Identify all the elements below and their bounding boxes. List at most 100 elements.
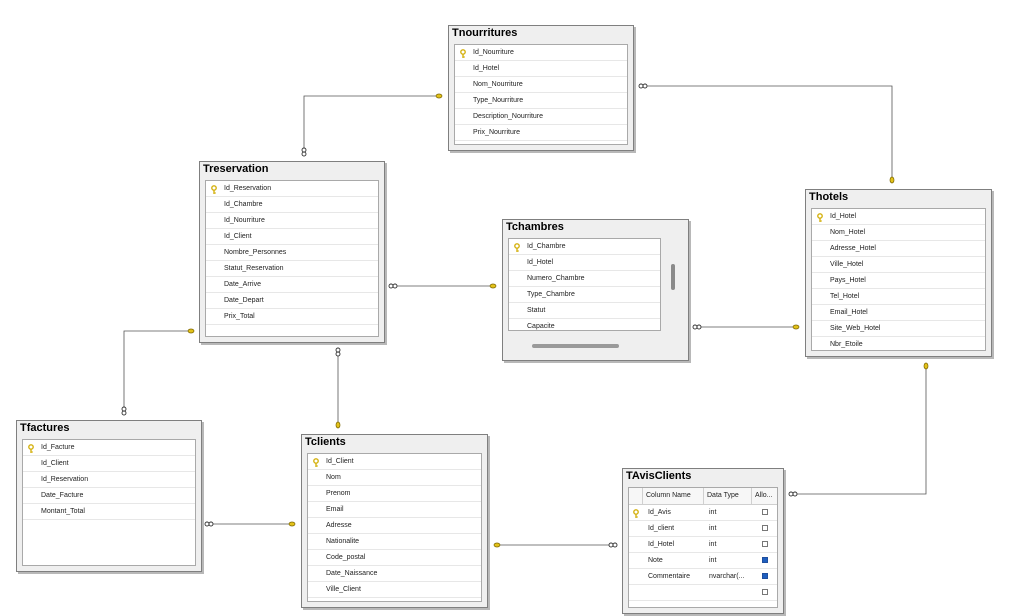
column-name: Id_Hotel (473, 65, 500, 72)
column-row[interactable]: Date_Arrive (206, 277, 378, 293)
grid-data-type[interactable]: int (709, 525, 717, 532)
many-end-icon (204, 521, 214, 527)
column-row[interactable]: Prix_Total (206, 309, 378, 325)
column-row[interactable]: Type_Nourriture (455, 93, 627, 109)
allow-nulls-checkbox[interactable] (762, 557, 768, 563)
allow-nulls-checkbox[interactable] (762, 541, 768, 547)
grid-row[interactable]: Note int (629, 553, 777, 569)
column-row[interactable]: Pays_Hotel (812, 273, 985, 289)
column-name: Id_Reservation (41, 476, 89, 483)
primary-key-icon (513, 239, 523, 254)
vertical-scrollbar[interactable] (671, 264, 675, 290)
column-row[interactable]: Description_Nourriture (455, 109, 627, 125)
column-row[interactable]: Date_Naissance (308, 566, 481, 582)
grid-data-type[interactable]: int (709, 557, 717, 564)
one-end-key-icon (335, 421, 341, 429)
column-name: Id_Nourriture (224, 217, 265, 224)
allow-nulls-checkbox[interactable] (762, 573, 768, 579)
column-name: Id_Client (224, 233, 252, 240)
column-row[interactable]: Id_Client (308, 454, 481, 470)
column-name: Site_Web_Hotel (830, 325, 881, 332)
grid-row[interactable]: Id_client int (629, 521, 777, 537)
column-row[interactable]: Numero_Chambre (509, 271, 660, 287)
column-name: Nom_Hotel (830, 229, 866, 236)
header-column-name[interactable]: Column Name (642, 488, 703, 504)
grid-column-name[interactable]: Id_client (648, 525, 675, 532)
column-row[interactable]: Id_Reservation (206, 181, 378, 197)
column-row[interactable]: Nbr_Etoile (812, 337, 985, 350)
column-row[interactable]: Id_Hotel (509, 255, 660, 271)
column-row[interactable]: Nom_Hotel (812, 225, 985, 241)
grid-header-row: Column Name Data Type Allo... (629, 488, 777, 505)
horizontal-scrollbar[interactable] (532, 344, 619, 348)
column-row[interactable]: Statut (509, 303, 660, 319)
column-name: Id_Facture (41, 444, 75, 451)
many-end-icon (692, 324, 702, 330)
column-row[interactable]: Code_postal (308, 550, 481, 566)
grid-data-type[interactable]: nvarchar(... (709, 573, 745, 580)
relationship-line[interactable] (640, 85, 893, 183)
column-row[interactable]: Id_Facture (23, 440, 195, 456)
column-row[interactable]: Id_Reservation (23, 472, 195, 488)
column-row[interactable]: Id_Chambre (206, 197, 378, 213)
allow-nulls-checkbox[interactable] (762, 525, 768, 531)
table-tavisclients[interactable]: TAvisClients Column Name Data Type Allo.… (622, 468, 784, 614)
grid-column-name[interactable]: Id_Avis (648, 509, 671, 516)
relationship-line[interactable] (123, 330, 194, 414)
column-row[interactable]: Type_Chambre (509, 287, 660, 303)
grid-row[interactable]: Id_Hotel int (629, 537, 777, 553)
relationship-line[interactable] (303, 95, 442, 155)
column-row[interactable]: Montant_Total (23, 504, 195, 520)
table-title: Tnourritures (452, 27, 518, 39)
grid-row[interactable]: Commentaire nvarchar(... (629, 569, 777, 585)
grid-row[interactable] (629, 585, 777, 601)
column-name: Description_Nourriture (473, 113, 544, 120)
table-title: Thotels (809, 191, 849, 203)
column-row[interactable]: Capacite (509, 319, 660, 330)
grid-column-name[interactable]: Commentaire (648, 573, 691, 580)
column-row[interactable]: Id_Hotel (812, 209, 985, 225)
column-row[interactable]: Date_Facture (23, 488, 195, 504)
column-row[interactable]: Site_Web_Hotel (812, 321, 985, 337)
column-row[interactable]: Adresse_Hotel (812, 241, 985, 257)
column-row[interactable]: Nombre_Personnes (206, 245, 378, 261)
allow-nulls-checkbox[interactable] (762, 509, 768, 515)
grid-row[interactable]: Id_Avis int (629, 505, 777, 521)
column-row[interactable]: Id_Nourriture (455, 45, 627, 61)
column-row[interactable]: Id_Client (23, 456, 195, 472)
one-end-key-icon (493, 542, 501, 548)
column-row[interactable]: Email (308, 502, 481, 518)
column-row[interactable]: Prix_Nourriture (455, 125, 627, 141)
header-allow-nulls[interactable]: Allo... (751, 488, 777, 504)
grid-column-name[interactable]: Note (648, 557, 663, 564)
column-row[interactable]: Date_Depart (206, 293, 378, 309)
header-data-type[interactable]: Data Type (703, 488, 751, 504)
column-row[interactable]: Adresse (308, 518, 481, 534)
column-row[interactable]: Id_Client (206, 229, 378, 245)
column-row[interactable]: Statut_Reservation (206, 261, 378, 277)
grid-data-type[interactable]: int (709, 509, 717, 516)
relationship-line[interactable] (790, 363, 927, 495)
column-row[interactable]: Id_Nourriture (206, 213, 378, 229)
grid-data-type[interactable]: int (709, 541, 717, 548)
column-row[interactable]: Prenom (308, 486, 481, 502)
column-row[interactable]: Ville_Hotel (812, 257, 985, 273)
column-row[interactable]: Nom_Nourriture (455, 77, 627, 93)
column-row[interactable]: Email_Hotel (812, 305, 985, 321)
column-row[interactable]: Nom (308, 470, 481, 486)
one-end-key-icon (923, 362, 929, 370)
column-row[interactable]: Nationalite (308, 534, 481, 550)
column-row[interactable]: Id_Chambre (509, 239, 660, 255)
allow-nulls-checkbox[interactable] (762, 589, 768, 595)
column-row[interactable]: Ville_Client (308, 582, 481, 598)
column-row[interactable]: Id_Hotel (455, 61, 627, 77)
column-row[interactable]: Tel_Hotel (812, 289, 985, 305)
grid-column-name[interactable]: Id_Hotel (648, 541, 675, 548)
